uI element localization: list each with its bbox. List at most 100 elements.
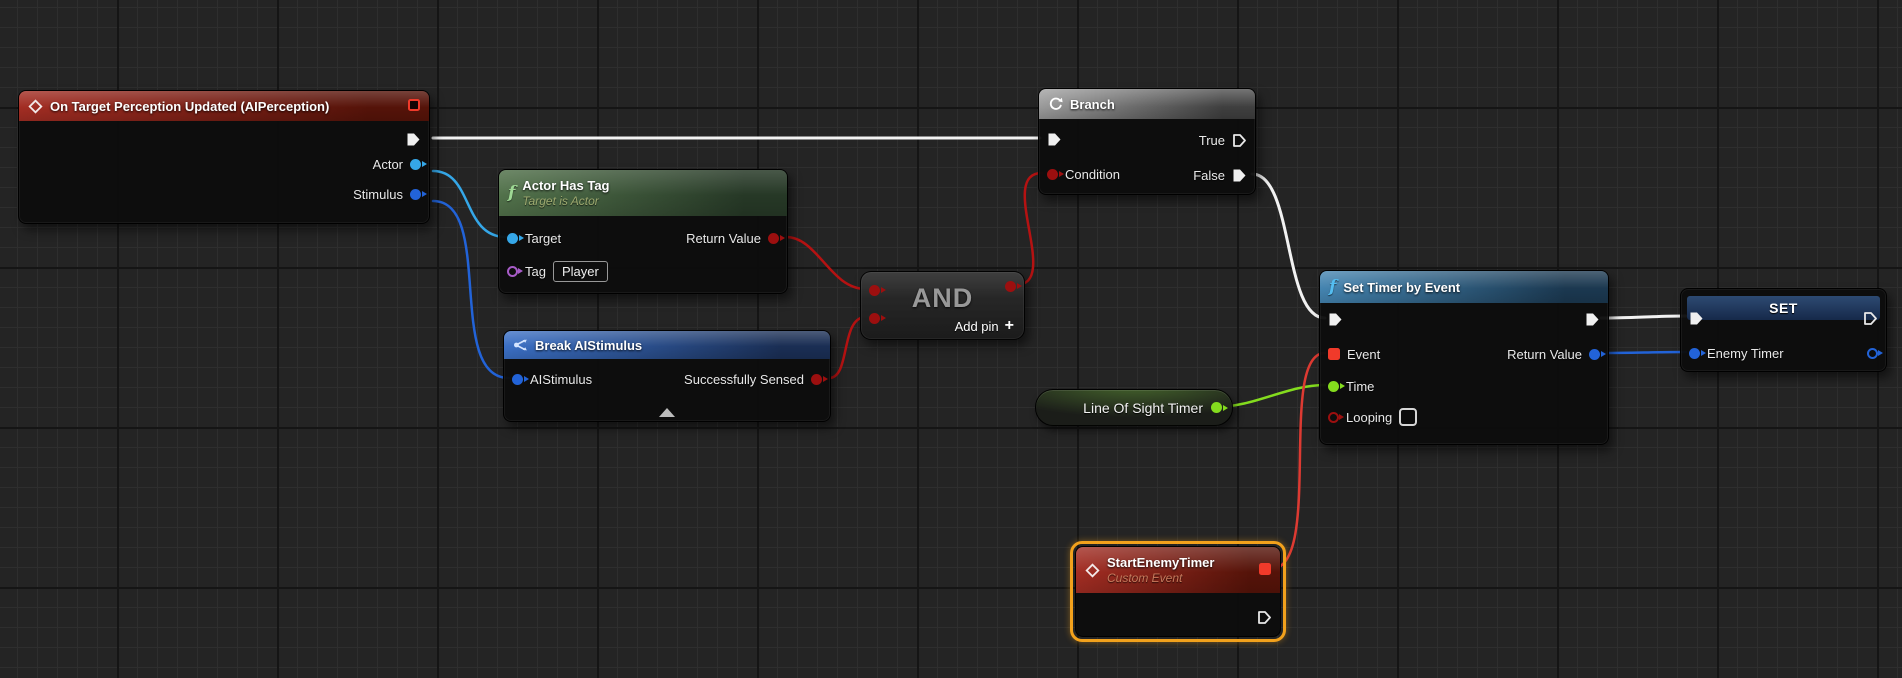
settimer-return-pin[interactable]	[1589, 348, 1606, 360]
tag-value-input[interactable]: Player	[552, 260, 608, 282]
and-output-pin[interactable]	[1005, 280, 1022, 292]
node-get-line-of-sight-timer[interactable]: Line Of Sight Timer	[1035, 389, 1233, 426]
time-pin-label: Time	[1346, 378, 1375, 394]
custom-event-delegate-pin[interactable]	[1259, 563, 1271, 575]
looping-pin-label: Looping	[1346, 409, 1393, 425]
add-pin-plus-icon: +	[1004, 317, 1014, 334]
and-label: AND	[911, 283, 974, 313]
false-exec-pin[interactable]	[1232, 168, 1247, 183]
true-pin-row: True	[1199, 128, 1255, 152]
settimer-exec-in-pin[interactable]	[1328, 312, 1343, 327]
sensed-pin[interactable]	[811, 373, 828, 385]
return-value-row: Return Value	[686, 226, 787, 250]
variable-label: Line Of Sight Timer	[1083, 399, 1203, 416]
stimulus-pin-label: Stimulus	[353, 186, 403, 202]
node-title: On Target Perception Updated (AIPercepti…	[50, 98, 330, 114]
enemy-timer-input-pin[interactable]	[1689, 347, 1706, 359]
time-pin[interactable]	[1328, 380, 1345, 392]
break-node-header: Break AIStimulus	[504, 331, 830, 359]
custom-event-diamond-icon	[1085, 562, 1100, 578]
node-and-gate[interactable]: AND Add pin +	[860, 271, 1025, 340]
wire-settimer-exec-to-set	[1599, 314, 1688, 320]
settimer-exec-out-pin[interactable]	[1585, 312, 1600, 327]
actor-pin[interactable]	[410, 158, 427, 170]
return-value-pin[interactable]	[768, 232, 785, 244]
and-input-2-pin[interactable]	[869, 312, 886, 324]
set-exec-out-row	[1863, 306, 1886, 330]
node-break-aistimulus[interactable]: Break AIStimulus AIStimulus Successfully…	[503, 330, 831, 422]
node-title: Set Timer by Event	[1343, 279, 1461, 295]
node-subtitle: Custom Event	[1107, 570, 1183, 585]
los-timer-output-pin[interactable]	[1211, 402, 1228, 413]
branch-header: Branch	[1039, 89, 1255, 119]
exec-out-pin[interactable]	[406, 132, 421, 147]
custom-event-header: StartEnemyTimer Custom Event	[1076, 547, 1280, 593]
aistimulus-pin-label: AIStimulus	[530, 371, 593, 387]
node-start-enemy-timer[interactable]: StartEnemyTimer Custom Event	[1075, 546, 1281, 637]
and-input-2-row	[861, 306, 886, 330]
set-title-band: SET	[1687, 296, 1880, 320]
custom-event-exec-out-pin[interactable]	[1257, 610, 1272, 625]
break-struct-icon	[514, 339, 527, 351]
actor-has-tag-header: f Actor Has Tag Target is Actor	[499, 170, 787, 216]
target-pin[interactable]	[507, 232, 524, 244]
node-set-enemy-timer[interactable]: SET Enemy Timer	[1680, 288, 1887, 372]
enemy-timer-out-row	[1867, 341, 1886, 365]
exec-out-row	[406, 127, 429, 151]
add-pin-label: Add pin	[954, 318, 999, 334]
sensed-pin-label: Successfully Sensed	[684, 371, 804, 387]
custom-event-exec-row	[1257, 605, 1280, 629]
node-subtitle: Target is Actor	[522, 193, 599, 208]
node-title: StartEnemyTimer	[1107, 555, 1215, 570]
wire-delegate-to-event	[1269, 351, 1327, 571]
aistimulus-pin[interactable]	[512, 373, 529, 385]
event-node-header: On Target Perception Updated (AIPercepti…	[19, 91, 429, 121]
looping-checkbox[interactable]	[1399, 408, 1418, 426]
false-pin-row: False	[1193, 163, 1255, 187]
node-on-target-perception-updated[interactable]: On Target Perception Updated (AIPercepti…	[18, 90, 430, 224]
enemy-timer-label: Enemy Timer	[1707, 345, 1784, 361]
condition-pin-label: Condition	[1065, 166, 1120, 182]
node-set-timer-by-event[interactable]: f Set Timer by Event Event Time Looping …	[1319, 270, 1609, 445]
aistimulus-pin-row: AIStimulus	[504, 367, 592, 391]
true-pin-label: True	[1198, 132, 1225, 148]
set-timer-header: f Set Timer by Event	[1320, 271, 1608, 303]
settimer-return-row: Return Value	[1507, 342, 1608, 366]
node-actor-has-tag[interactable]: f Actor Has Tag Target is Actor Target T…	[498, 169, 788, 294]
function-icon: f	[1329, 276, 1337, 297]
stimulus-pin-row: Stimulus	[353, 182, 429, 206]
function-icon: f	[508, 182, 516, 203]
node-branch[interactable]: Branch Condition True False	[1038, 88, 1256, 195]
selection-border: StartEnemyTimer Custom Event	[1070, 541, 1286, 642]
delegate-pin[interactable]	[408, 99, 420, 111]
branch-exec-in-pin[interactable]	[1047, 132, 1062, 147]
true-exec-pin[interactable]	[1232, 133, 1247, 148]
sensed-pin-row: Successfully Sensed	[684, 367, 830, 391]
event-delegate-pin[interactable]	[1328, 348, 1340, 360]
condition-pin-row: Condition	[1039, 162, 1120, 186]
node-title: Break AIStimulus	[535, 337, 643, 353]
looping-pin[interactable]	[1328, 411, 1344, 423]
enemy-timer-pin-row: Enemy Timer	[1681, 341, 1784, 365]
set-exec-in-row	[1681, 306, 1704, 330]
wire-returnvalue-to-and-1	[784, 235, 868, 291]
event-pin-label: Event	[1347, 346, 1381, 362]
stimulus-pin[interactable]	[410, 188, 427, 200]
and-input-1-row	[861, 278, 886, 302]
time-pin-row: Time	[1320, 374, 1374, 398]
condition-pin[interactable]	[1047, 168, 1064, 180]
branch-icon	[1049, 97, 1063, 110]
set-title: SET	[1769, 300, 1798, 316]
and-input-1-pin[interactable]	[869, 284, 886, 296]
set-exec-in-pin[interactable]	[1689, 311, 1704, 326]
enemy-timer-output-pin[interactable]	[1867, 347, 1883, 359]
and-output-row	[1005, 274, 1024, 298]
branch-exec-in-row	[1039, 127, 1062, 151]
tag-pin-label: Tag	[525, 263, 546, 279]
tag-pin[interactable]	[507, 265, 523, 277]
settimer-exec-out-row	[1585, 307, 1608, 331]
collapse-arrow-icon[interactable]	[659, 408, 675, 417]
add-pin-button[interactable]: Add pin +	[955, 318, 1014, 334]
set-exec-out-pin[interactable]	[1863, 311, 1878, 326]
